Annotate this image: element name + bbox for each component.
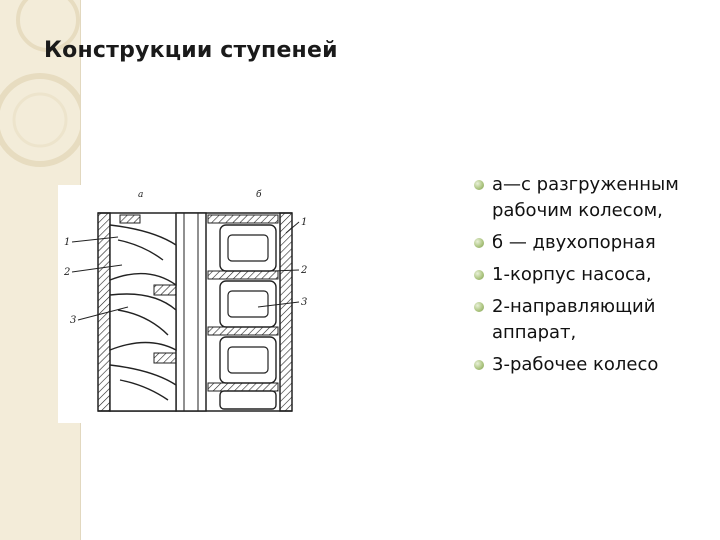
bullet-icon [474,238,484,248]
page-title: Конструкции ступеней [44,38,338,63]
pump-stage-drawing: а б [58,185,308,423]
panel-a-label: а [138,190,143,200]
panel-b-label: б [256,189,262,200]
callout-right-1: 1 [301,217,307,228]
bullet-icon [474,360,484,370]
bullet-icon [474,302,484,312]
bullet-icon [474,180,484,190]
callout-right-2: 2 [300,265,307,276]
list-item: 1-корпус насоса, [472,262,712,288]
casing-right-wall [279,212,293,412]
list-item: 3-рабочее колесо [472,352,712,378]
callout-left-3: 3 [70,315,76,326]
list-item: 2-направляющий аппарат, [472,294,712,346]
panel-a-stages [109,214,177,412]
pump-stage-diagram: а б [63,189,307,412]
list-item: б — двухопорная [472,230,712,256]
callout-left-2: 2 [63,267,70,278]
bullet-icon [474,270,484,280]
decorative-rings-icon [0,0,80,167]
panel-b-stages [207,214,279,410]
bullet-text: б — двухопорная [492,232,656,253]
callout-right-3: 3 [301,297,307,308]
list-item: а—с разгруженным рабочим колесом, [472,172,712,224]
shaft [175,212,207,412]
bullet-text: 3-рабочее колесо [492,354,659,375]
callout-left-1: 1 [64,237,70,248]
bullet-text: 2-направляющий аппарат, [492,296,656,343]
bullet-text: а—с разгруженным рабочим колесом, [492,174,679,221]
bullet-text: 1-корпус насоса, [492,264,652,285]
bullet-list: а—с разгруженным рабочим колесом, б — дв… [472,172,712,384]
